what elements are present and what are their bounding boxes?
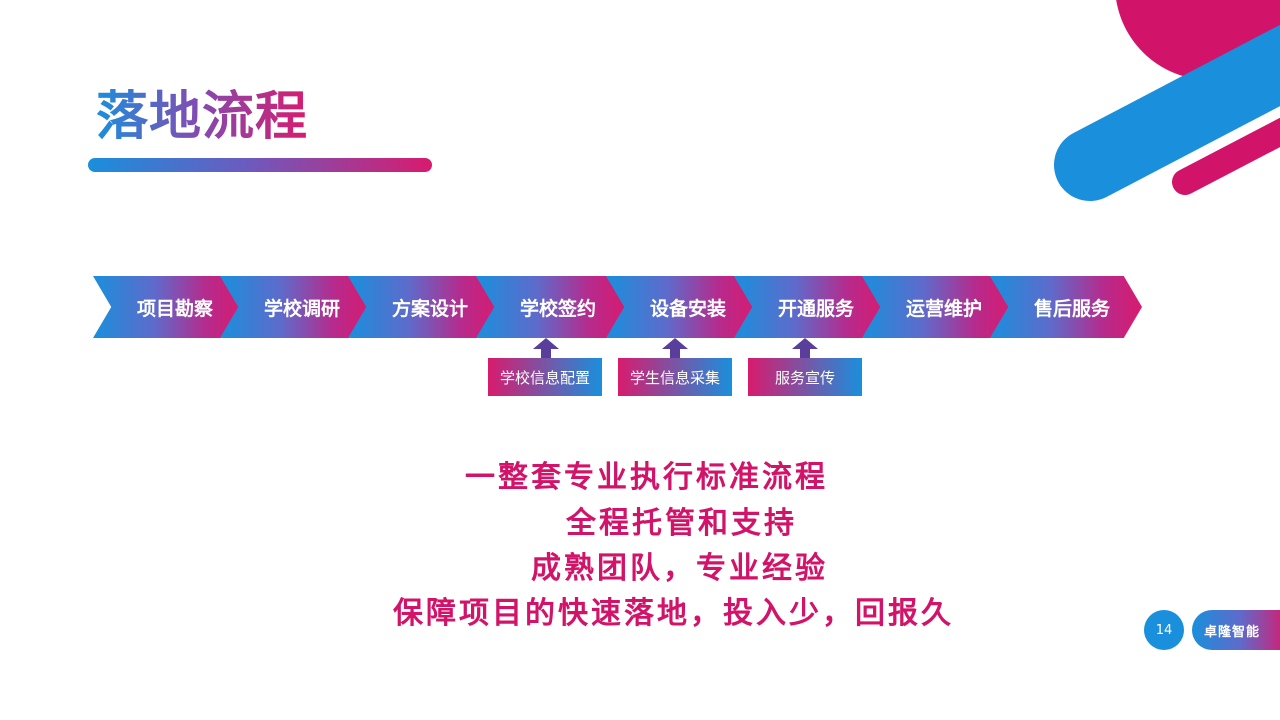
process-step-label: 方案设计 xyxy=(391,297,468,320)
statement-line: 成熟团队，专业经验 xyxy=(531,551,828,586)
process-step: 售后服务 xyxy=(990,276,1142,338)
up-arrow-icon xyxy=(662,338,688,360)
decor-magenta-pill xyxy=(1172,117,1280,195)
sub-step: 学校信息配置 xyxy=(488,358,602,396)
statement-line: 全程托管和支持 xyxy=(566,506,797,541)
decor-magenta-circle xyxy=(1116,0,1280,80)
page-number: 14 xyxy=(1144,610,1184,650)
process-step-label: 售后服务 xyxy=(1033,297,1110,320)
process-step-label: 项目勘察 xyxy=(136,297,213,320)
sub-step-label: 服务宣传 xyxy=(774,368,835,387)
statement-line: 一整套专业执行标准流程 xyxy=(465,460,828,495)
sub-step-label: 学校信息配置 xyxy=(499,368,590,387)
sub-step: 服务宣传 xyxy=(748,358,862,396)
process-step-label: 开通服务 xyxy=(777,297,854,320)
up-arrow-icon xyxy=(533,338,559,360)
process-step-label: 学校签约 xyxy=(519,297,596,320)
statement-line: 保障项目的快速落地，投入少，回报久 xyxy=(393,596,954,631)
sub-step: 学生信息采集 xyxy=(618,358,732,396)
process-step: 方案设计 xyxy=(348,276,500,338)
decor-blue-pill xyxy=(1054,24,1280,201)
process-step: 学校签约 xyxy=(476,276,628,338)
up-arrow-icon xyxy=(792,338,818,360)
process-step-label: 学校调研 xyxy=(263,297,340,320)
process-step: 学校调研 xyxy=(220,276,372,338)
page-title: 落地流程 xyxy=(96,82,308,152)
process-step-label: 设备安装 xyxy=(649,297,726,320)
process-step: 设备安装 xyxy=(606,276,758,338)
process-step: 开通服务 xyxy=(734,276,886,338)
process-step: 项目勘察 xyxy=(93,276,245,338)
process-step: 运营维护 xyxy=(862,276,1014,338)
sub-step-label: 学生信息采集 xyxy=(629,368,720,387)
process-step-label: 运营维护 xyxy=(905,297,982,320)
brand-logo: 卓隆智能 xyxy=(1192,610,1280,650)
title-underline xyxy=(88,158,432,172)
